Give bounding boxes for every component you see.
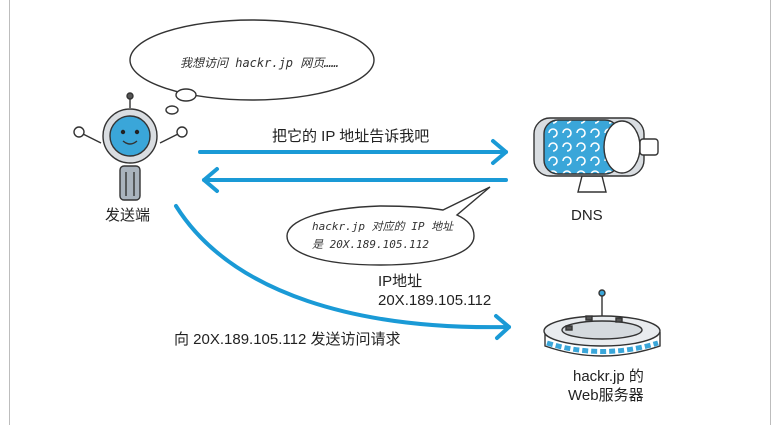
arrows bbox=[174, 139, 511, 340]
frame-border-right bbox=[770, 0, 771, 425]
client-label: 发送端 bbox=[105, 207, 151, 224]
request-arrow bbox=[174, 204, 511, 340]
ip-address-title: IP地址 bbox=[378, 273, 423, 290]
query-label: 把它的 IP 地址告诉我吧 bbox=[272, 128, 430, 145]
web-server-icon bbox=[543, 289, 661, 357]
query-arrow bbox=[198, 139, 508, 165]
dns-server-icon bbox=[533, 117, 659, 193]
answer-arrow bbox=[202, 167, 508, 193]
web-server-label-line-2: Web服务器 bbox=[568, 387, 644, 404]
request-label: 向 20X.189.105.112 发送访问请求 bbox=[174, 331, 401, 348]
thought-bubble bbox=[129, 19, 375, 115]
robot-icon bbox=[73, 92, 188, 201]
dns-label: DNS bbox=[571, 207, 603, 224]
thought-bubble-text: 我想访问 hackr.jp 网页…… bbox=[180, 56, 339, 70]
web-server-label-line-1: hackr.jp 的 bbox=[573, 368, 644, 385]
frame-border-left bbox=[9, 0, 10, 425]
reply-line-1: hackr.jp 对应的 IP 地址 bbox=[312, 220, 454, 233]
speech-bubble bbox=[286, 186, 491, 266]
reply-line-2: 是 20X.189.105.112 bbox=[312, 238, 429, 251]
ip-address-value: 20X.189.105.112 bbox=[378, 292, 492, 309]
